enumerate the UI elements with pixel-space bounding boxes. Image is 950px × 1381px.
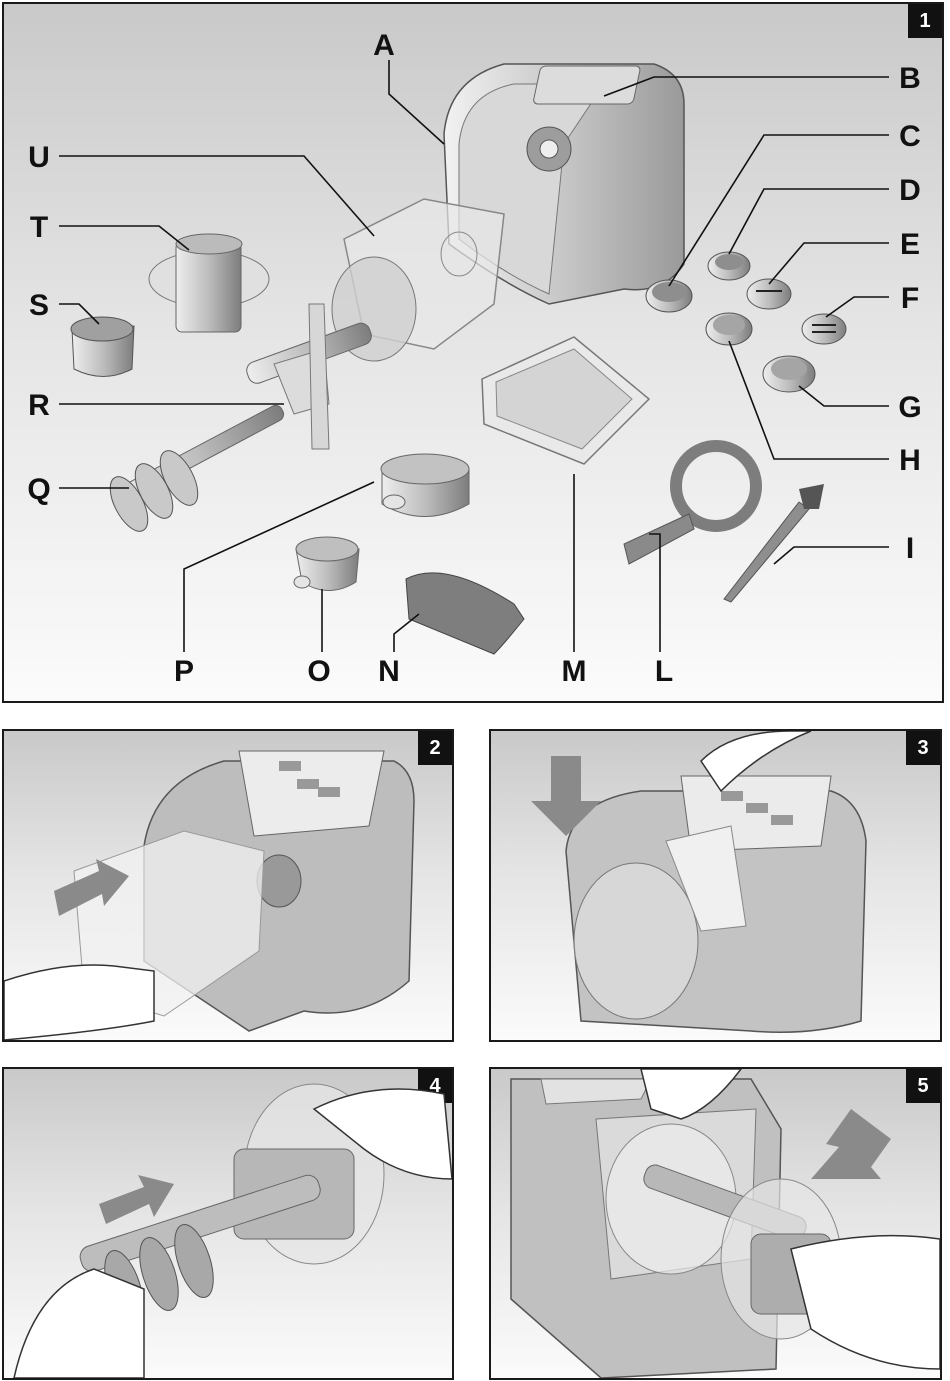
label-d: D: [899, 174, 921, 207]
label-p: P: [174, 655, 194, 688]
panel-5-fit-auger: 5: [489, 1067, 942, 1380]
label-g: G: [898, 391, 921, 424]
label-r: R: [28, 389, 50, 422]
step-5-illustration: [491, 1069, 940, 1378]
spanner-wrench: [624, 446, 756, 564]
step-3-illustration: [491, 731, 940, 1040]
panel-1-exploded-view: 1: [2, 2, 944, 703]
die-g: [763, 356, 815, 392]
label-b: B: [899, 62, 921, 95]
cleaning-brush: [724, 484, 824, 602]
label-u: U: [28, 141, 50, 174]
measuring-cup-large: [381, 454, 469, 517]
ring-nut: [71, 317, 134, 377]
step-4-illustration: [4, 1069, 452, 1378]
panel-3-insert-paddle: 3: [489, 729, 942, 1042]
label-t: T: [30, 211, 48, 244]
label-e: E: [900, 228, 920, 261]
die-holder: [149, 234, 269, 332]
dough-scraper: [406, 573, 524, 654]
exploded-parts-diagram: A B C D E F G H I L M N O P Q R S T U: [4, 4, 942, 701]
step-2-illustration: [4, 731, 452, 1040]
hand-icon: [791, 1236, 940, 1369]
label-i: I: [906, 532, 914, 565]
die-d: [708, 252, 750, 280]
push-arrow-icon: [811, 1109, 891, 1179]
insert-arrow-icon: [99, 1175, 174, 1224]
panel-2-insert-bowl: 2: [2, 729, 454, 1042]
hand-icon: [14, 1269, 144, 1378]
screw-auger: [103, 403, 286, 537]
label-l: L: [655, 655, 673, 688]
label-h: H: [899, 444, 921, 477]
die-h: [706, 313, 752, 345]
panel-4-assemble-auger: 4: [2, 1067, 454, 1380]
label-a: A: [373, 29, 395, 62]
label-f: F: [901, 282, 919, 315]
label-o: O: [307, 655, 330, 688]
hand-icon: [4, 965, 154, 1040]
drawer-tray: [482, 337, 649, 464]
label-q: Q: [27, 473, 50, 506]
measuring-cup-small: [294, 537, 359, 591]
label-s: S: [29, 289, 49, 322]
label-m: M: [562, 655, 587, 688]
label-c: C: [899, 120, 921, 153]
label-n: N: [378, 655, 400, 688]
die-f: [802, 314, 846, 344]
